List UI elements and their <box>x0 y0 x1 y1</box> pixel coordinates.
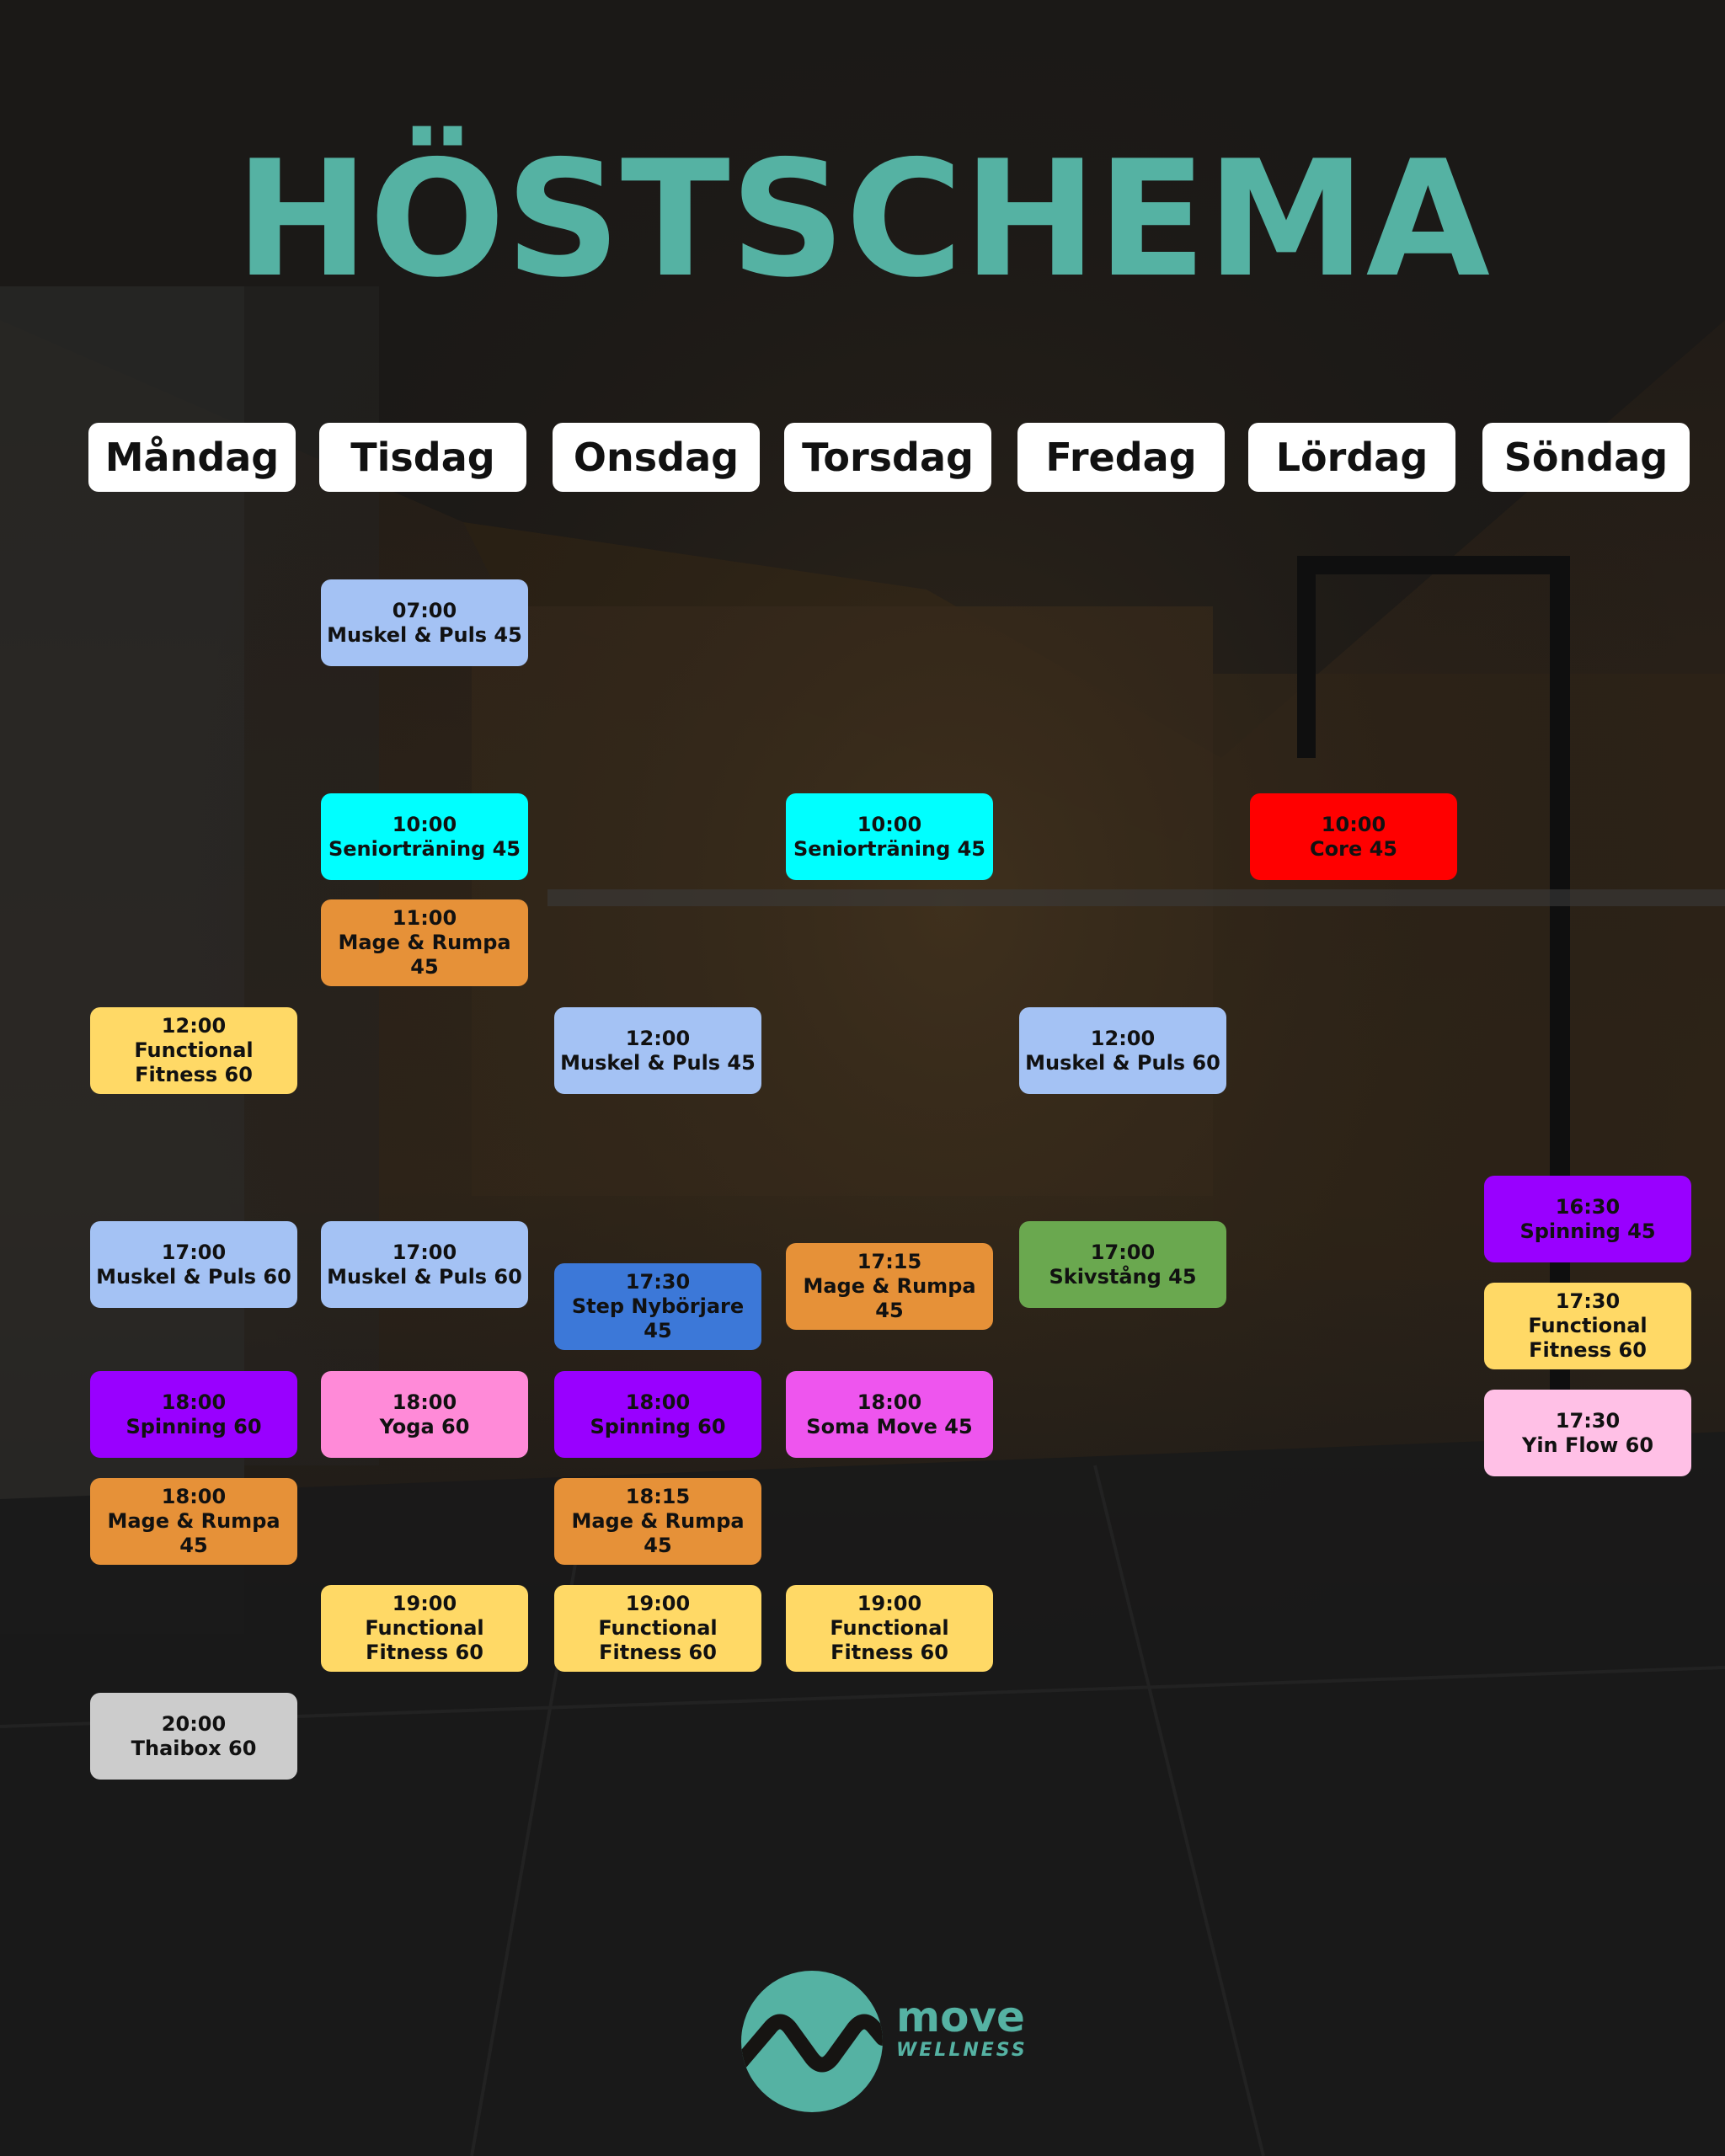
class-name: Muskel & Puls 60 <box>1025 1050 1220 1075</box>
logo-subtitle: WELLNESS <box>896 2040 1028 2061</box>
class-time: 16:30 <box>1555 1194 1621 1219</box>
class-name: Mage & Rumpa 45 <box>571 1509 745 1557</box>
day-header-onsdag: Onsdag <box>553 423 760 492</box>
class-name: Seniorträning 45 <box>793 836 986 861</box>
class-time: 17:15 <box>857 1250 922 1273</box>
class-name: Muskel & Puls 60 <box>96 1264 291 1289</box>
day-header-tisdag: Tisdag <box>319 423 526 492</box>
class-name: Core 45 <box>1310 836 1397 861</box>
class-name: Functional Fitness 60 <box>1528 1314 1648 1362</box>
class-time: 18:00 <box>161 1390 227 1414</box>
class-time: 18:00 <box>625 1390 691 1414</box>
class-name: Functional Fitness 60 <box>598 1616 718 1664</box>
class-time: 18:00 <box>857 1390 922 1414</box>
day-header-måndag: Måndag <box>88 423 296 492</box>
day-header-lördag: Lördag <box>1248 423 1455 492</box>
class-time: 12:00 <box>161 1014 227 1038</box>
class-name: Skivstång 45 <box>1049 1264 1197 1289</box>
class-time: 18:00 <box>161 1485 227 1508</box>
class-name: Yoga 60 <box>379 1414 470 1438</box>
class-time: 19:00 <box>625 1592 691 1615</box>
class-time: 17:30 <box>625 1270 691 1294</box>
class-name: Yin Flow 60 <box>1521 1433 1654 1457</box>
class-time: 17:00 <box>392 1240 457 1264</box>
logo-word: move <box>896 1993 1025 2041</box>
class-time: 19:00 <box>857 1592 922 1615</box>
class-time: 17:00 <box>1090 1240 1156 1264</box>
class-name: Thaibox 60 <box>131 1736 257 1760</box>
class-time: 10:00 <box>392 812 457 836</box>
class-time: 20:00 <box>161 1711 227 1736</box>
class-time: 17:30 <box>1555 1289 1621 1313</box>
day-header-fredag: Fredag <box>1017 423 1225 492</box>
day-header-torsdag: Torsdag <box>784 423 991 492</box>
class-time: 07:00 <box>392 598 457 622</box>
class-name: Spinning 60 <box>126 1414 262 1438</box>
class-name: Functional Fitness 60 <box>365 1616 484 1664</box>
class-name: Seniorträning 45 <box>328 836 521 861</box>
class-time: 10:00 <box>1321 812 1386 836</box>
class-name: Spinning 60 <box>590 1414 726 1438</box>
class-name: Soma Move 45 <box>806 1414 973 1438</box>
logo-wordmark: move WELLNESS <box>896 1996 1028 2060</box>
class-name: Muskel & Puls 45 <box>560 1050 756 1075</box>
day-header-row: Måndag Tisdag Onsdag Torsdag Fredag Lördag Sön… <box>0 0 1725 505</box>
day-header-söndag: Söndag <box>1482 423 1690 492</box>
class-time: 10:00 <box>857 812 922 836</box>
class-time: 17:30 <box>1555 1408 1621 1433</box>
class-time: 18:00 <box>392 1390 457 1414</box>
page-title: HÖSTSCHEMA <box>235 125 1490 312</box>
class-name: Functional Fitness 60 <box>830 1616 949 1664</box>
class-time: 17:00 <box>161 1240 227 1264</box>
class-name: Step Nybörjare 45 <box>571 1294 745 1342</box>
class-name: Muskel & Puls 60 <box>327 1264 522 1289</box>
class-name: Mage & Rumpa 45 <box>803 1274 976 1322</box>
brand-logo: move WELLNESS <box>741 1971 1025 2114</box>
move-wellness-logo-icon <box>741 1971 883 2112</box>
class-time: 12:00 <box>625 1026 691 1050</box>
class-name: Muskel & Puls 45 <box>327 622 522 647</box>
class-name: Spinning 45 <box>1519 1219 1656 1243</box>
class-time: 11:00 <box>392 906 457 930</box>
class-time: 12:00 <box>1090 1026 1156 1050</box>
class-time: 18:15 <box>625 1485 691 1508</box>
class-name: Functional Fitness 60 <box>134 1038 254 1086</box>
class-name: Mage & Rumpa 45 <box>107 1509 280 1557</box>
class-time: 19:00 <box>392 1592 457 1615</box>
class-name: Mage & Rumpa 45 <box>338 931 511 979</box>
